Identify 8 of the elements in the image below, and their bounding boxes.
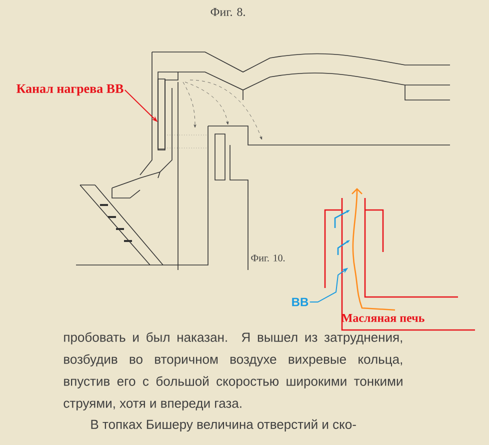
body-paragraph: пробовать и был наказан. Я вышел из затруднения, возбудив во вторичном воздухе вихревые кольца, впустив его с большой скоростью широкими тонкими струями, хотя и впереди газа. [64,332,402,410]
figure-caption: Фиг. 10. [251,254,285,262]
text-label: ВВ [292,298,308,306]
body-paragraph: В топках Бишеру величина отверстий и ско- [91,419,356,432]
text-label: Масляная печь [342,314,424,322]
figure-caption: Фиг. 8. [210,8,245,16]
text-label: Канал нагрева ВВ [16,84,124,96]
heating-channel [158,78,166,150]
